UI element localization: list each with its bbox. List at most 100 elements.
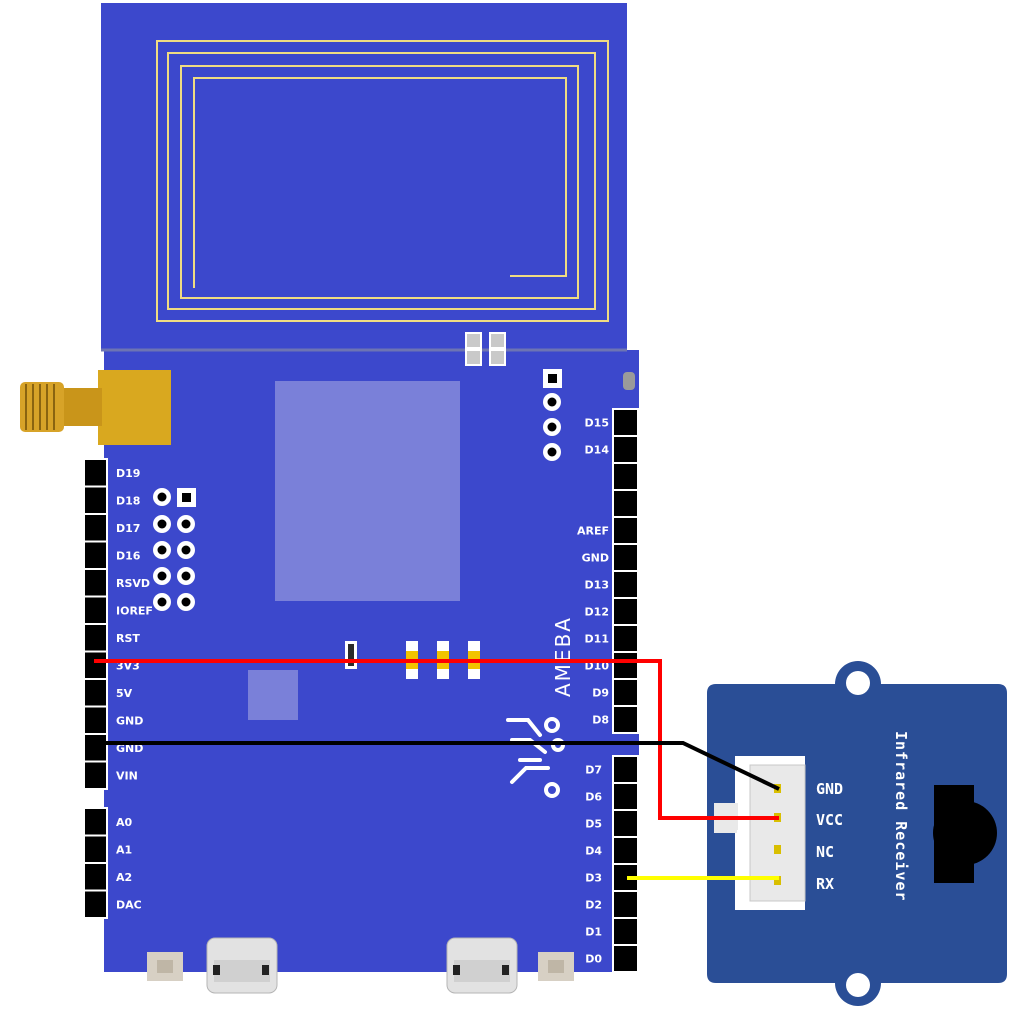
- pin-label: D14: [585, 444, 610, 457]
- pin-label: D19: [116, 467, 140, 480]
- module-pin-label-gnd: GND: [816, 780, 843, 798]
- module-pin-label-rx: RX: [816, 875, 834, 893]
- grove-pin-rx: [774, 876, 781, 885]
- header-pin: [85, 652, 106, 678]
- pin-label: VIN: [116, 769, 138, 782]
- header-pin: [614, 464, 637, 489]
- sma-connector: [20, 370, 171, 445]
- pin-label: GND: [582, 552, 609, 565]
- pin-label: D1: [585, 926, 602, 939]
- pin-label: A0: [116, 816, 133, 829]
- pin-label: DAC: [116, 898, 142, 911]
- header-pin: [85, 570, 106, 596]
- header-pin: [85, 809, 106, 835]
- pin-label: D13: [585, 579, 609, 592]
- pin-label: D8: [592, 714, 609, 727]
- header-pin: [85, 836, 106, 862]
- header-pin: [614, 437, 637, 462]
- header-pin: [614, 491, 637, 516]
- header-pin: [614, 919, 637, 944]
- header-pin: [614, 626, 637, 651]
- header-pin: [614, 572, 637, 597]
- module-pin-label-vcc: VCC: [816, 811, 843, 829]
- header-frame: [612, 408, 639, 734]
- pin-label: D17: [116, 522, 140, 535]
- header-pin: [85, 680, 106, 706]
- wifi-module-chip: [275, 381, 460, 601]
- header-pin: [85, 707, 106, 733]
- grove-pin-nc: [774, 845, 781, 854]
- header-pin: [85, 625, 106, 651]
- pin-label: D0: [585, 953, 602, 966]
- pin-label: RSVD: [116, 577, 150, 590]
- icsp-holes: [543, 369, 562, 461]
- header-pin: [614, 811, 637, 836]
- board-led: [623, 372, 635, 390]
- pin-label: A2: [116, 871, 132, 884]
- header-pin: [614, 599, 637, 624]
- pin-label: IOREF: [116, 604, 153, 617]
- pin-label: AREF: [577, 525, 609, 538]
- header-pin: [85, 460, 106, 486]
- header-pin: [85, 597, 106, 623]
- usb-port-1: [206, 937, 278, 994]
- header-pin: [614, 757, 637, 782]
- pin-label: RST: [116, 632, 140, 645]
- header-pin: [85, 891, 106, 917]
- header-pin: [614, 946, 637, 971]
- header-pin: [614, 680, 637, 705]
- board-brand-label: AMEBA: [551, 616, 575, 697]
- infrared-receiver-module: GND VCC NC RX Infrared Receiver: [707, 661, 1007, 1006]
- module-pcb: [707, 661, 1007, 1006]
- ameba-board: AMEBA: [20, 3, 639, 994]
- pin-label: D4: [585, 845, 602, 858]
- header-pin: [85, 864, 106, 890]
- burn-button: [538, 952, 574, 981]
- wire-3v3-to-vcc: [94, 659, 779, 820]
- header-pin: [614, 892, 637, 917]
- header-pin: [85, 542, 106, 568]
- module-pin-label-nc: NC: [816, 843, 834, 861]
- header-pin: [85, 762, 106, 788]
- usb-port-2: [446, 937, 518, 994]
- pin-label: D7: [585, 764, 602, 777]
- smd-pads: [465, 332, 506, 366]
- pin-label: 5V: [116, 687, 133, 700]
- header-pin: [85, 515, 106, 541]
- pin-label: D11: [585, 633, 609, 646]
- header-pin: [614, 784, 637, 809]
- pin-label: D18: [116, 494, 140, 507]
- module-title: Infrared Receiver: [892, 731, 910, 902]
- pin-label: GND: [116, 714, 143, 727]
- header-pin: [614, 518, 637, 543]
- spi-holes: [153, 488, 196, 611]
- pin-label: D5: [585, 818, 602, 831]
- pin-label: D12: [585, 606, 609, 619]
- header-pin: [85, 735, 106, 761]
- header-pin: [614, 707, 637, 732]
- wires: [94, 659, 780, 880]
- pin-label: D3: [585, 872, 602, 885]
- pin-label: D2: [585, 899, 602, 912]
- header-pin: [614, 410, 637, 435]
- pin-label: A1: [116, 843, 132, 856]
- mount-hole-bottom: [846, 973, 870, 997]
- pin-label: D16: [116, 549, 141, 562]
- ir-sensor: [933, 785, 997, 883]
- reset-button: [147, 952, 183, 981]
- mount-hole-top: [846, 671, 870, 695]
- header-pin: [614, 865, 637, 890]
- pin-label: D6: [585, 791, 602, 804]
- pin-label: D15: [585, 417, 609, 430]
- header-pin: [614, 653, 637, 678]
- small-chip: [248, 670, 298, 720]
- board-antenna-area: [101, 3, 627, 350]
- header-pin: [614, 545, 637, 570]
- pin-label: D9: [592, 687, 609, 700]
- header-pin: [614, 838, 637, 863]
- header-pin: [85, 487, 106, 513]
